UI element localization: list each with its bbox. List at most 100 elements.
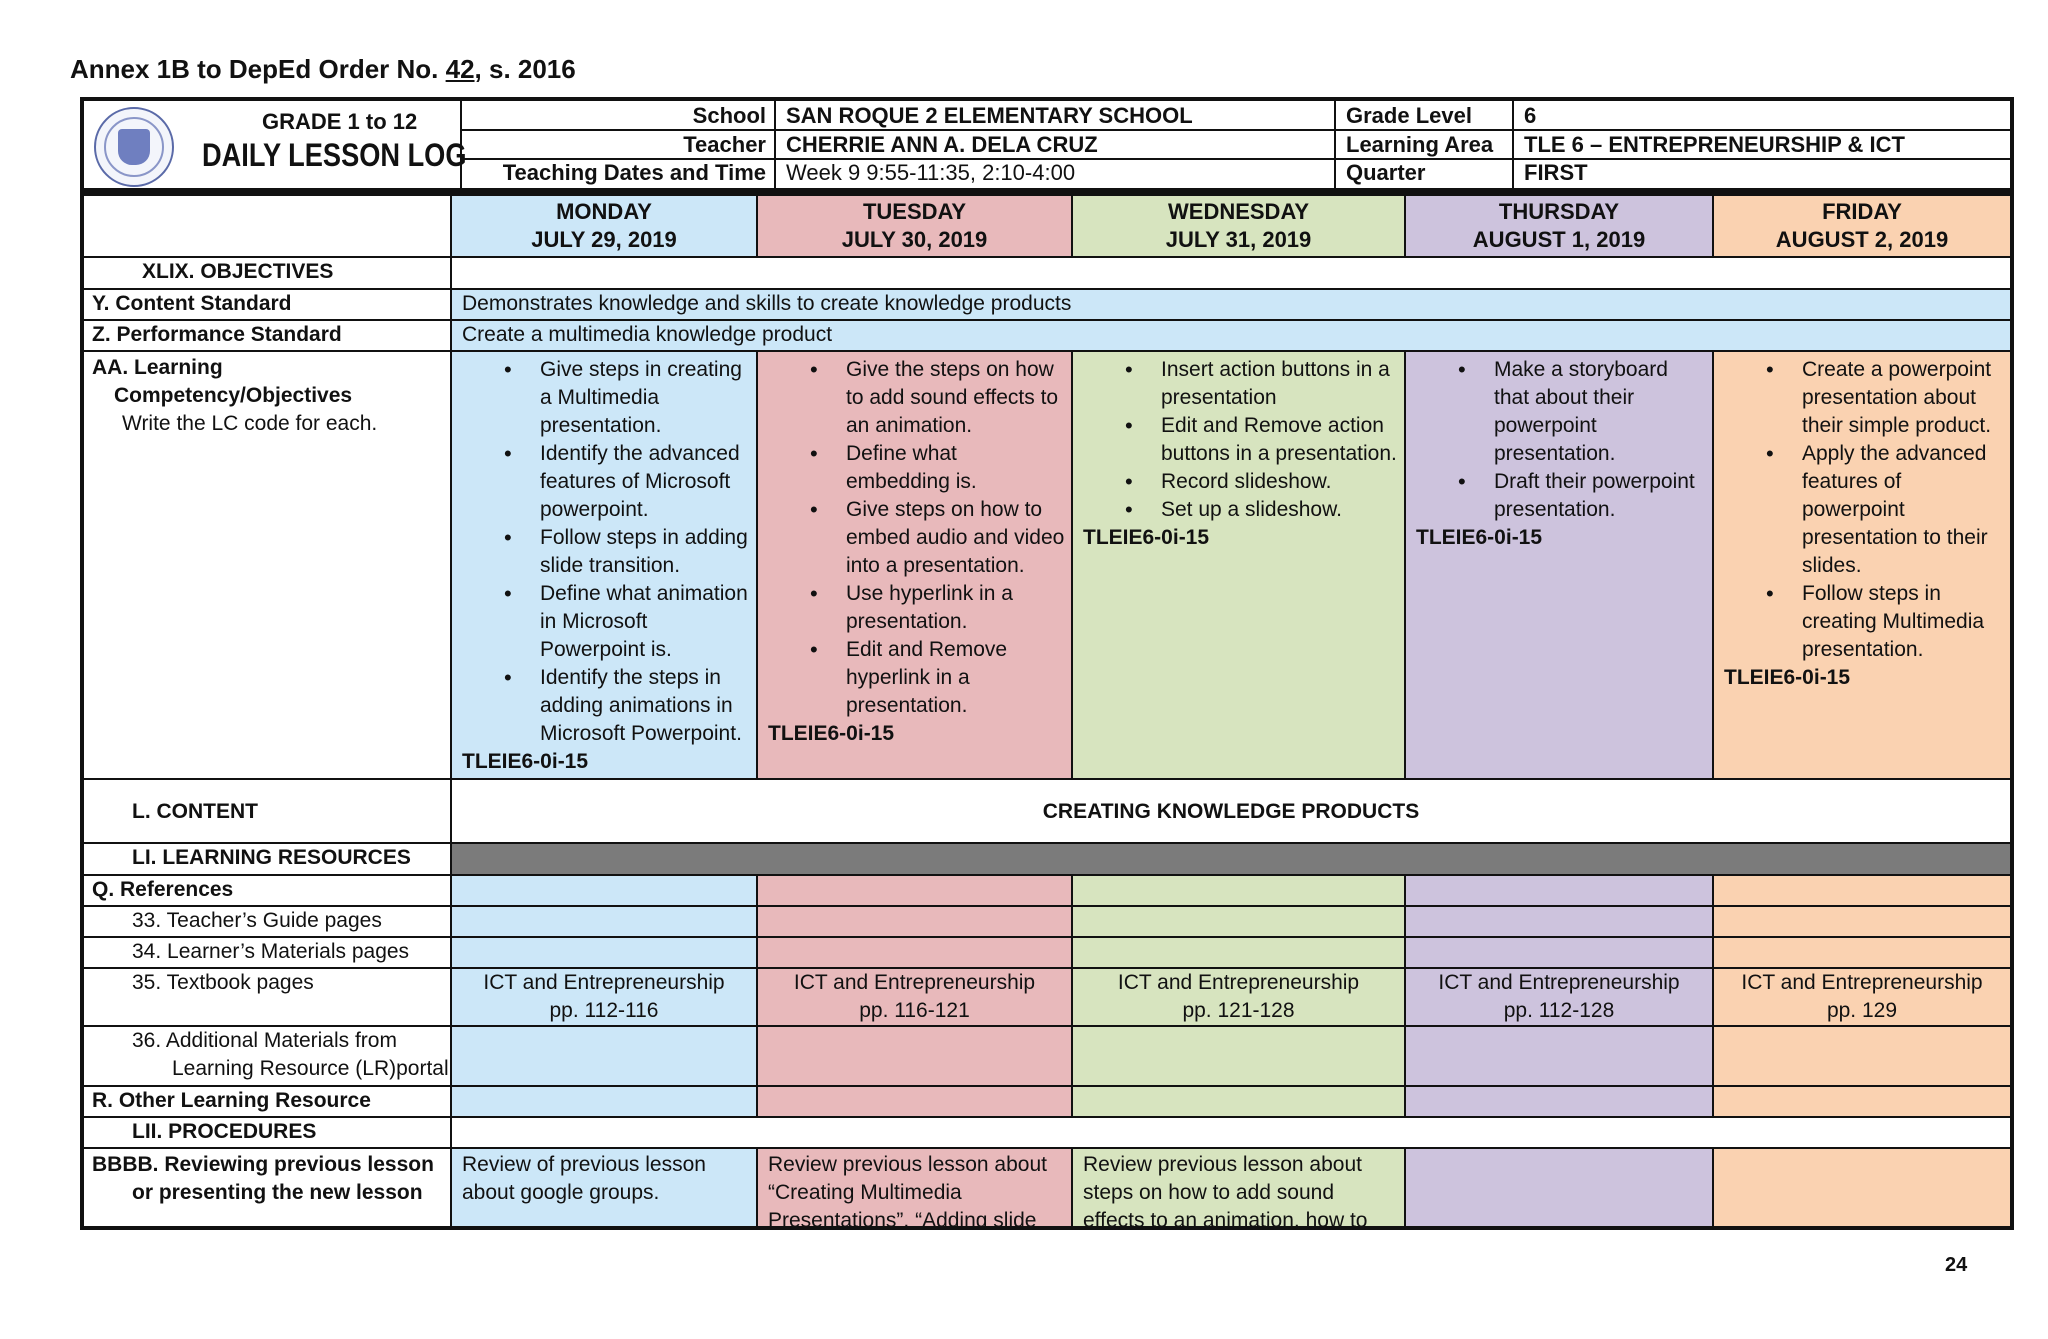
references-wednesday: [1073, 876, 1406, 907]
procedures-blank: [452, 1118, 2010, 1149]
content-label: L. CONTENT: [84, 780, 452, 844]
references-friday: [1714, 876, 2010, 907]
competency-item: Record slideshow.: [1083, 468, 1398, 496]
page-number: 24: [1945, 1254, 1968, 1276]
other-resource-label: R. Other Learning Resource: [84, 1087, 452, 1118]
competency-item: Edit and Remove action buttons in a pres…: [1083, 412, 1398, 468]
competency-item: Create a powerpoint presentation about t…: [1724, 356, 2004, 440]
competency-wednesday: Insert action buttons in a presentation …: [1073, 352, 1406, 780]
grade-range: GRADE 1 to 12: [262, 109, 418, 134]
competency-list-tuesday: Give the steps on how to add sound effec…: [758, 352, 1071, 720]
learning-area-value: TLE 6 – ENTREPRENEURSHIP & ICT: [1524, 132, 1905, 157]
performance-standard-value: Create a multimedia knowledge product: [452, 321, 2010, 352]
competency-item: Apply the advanced features of powerpoin…: [1724, 440, 2004, 580]
objectives-label: XLIX. OBJECTIVES: [84, 258, 452, 290]
competency-item: Give the steps on how to add sound effec…: [768, 356, 1065, 440]
lm-thursday: [1406, 938, 1714, 969]
header-block: GRADE 1 to 12 DAILY LESSON LOG School SA…: [80, 97, 2014, 192]
annex-suffix: , s. 2016: [474, 54, 576, 84]
additional-friday: [1714, 1027, 2010, 1087]
lc-code: TLEIE6-0i-15: [462, 750, 589, 773]
competency-item: Insert action buttons in a presentation: [1083, 356, 1398, 412]
competency-label-line3: Write the LC code for each.: [122, 412, 378, 435]
objectives-blank: [452, 258, 2010, 290]
review-thursday: [1406, 1149, 1714, 1226]
competency-list-thursday: Make a storyboard that about their power…: [1406, 352, 1712, 524]
other-monday: [452, 1087, 758, 1118]
lc-code: TLEIE6-0i-15: [1416, 526, 1543, 549]
learning-resources-label: LI. LEARNING RESOURCES: [84, 844, 452, 876]
competency-item: Define what animation in Microsoft Power…: [462, 580, 750, 664]
grade-level-label: Grade Level: [1346, 103, 1472, 128]
tg-pages-label: 33. Teacher’s Guide pages: [84, 907, 452, 938]
tg-tuesday: [758, 907, 1073, 938]
annex-number: 42: [445, 54, 475, 84]
school-value: SAN ROQUE 2 ELEMENTARY SCHOOL: [786, 103, 1193, 128]
learning-area-label: Learning Area: [1346, 132, 1494, 157]
competency-item: Define what embedding is.: [768, 440, 1065, 496]
school-label: School: [692, 103, 766, 128]
review-monday: Review of previous lesson about google g…: [452, 1149, 758, 1226]
tg-monday: [452, 907, 758, 938]
additional-tuesday: [758, 1027, 1073, 1087]
competency-item: Follow steps in adding slide transition.: [462, 524, 750, 580]
teacher-label: Teacher: [683, 132, 766, 157]
references-label: Q. References: [84, 876, 452, 907]
review-tuesday: Review previous lesson about “Creating M…: [758, 1149, 1073, 1226]
dates-value: Week 9 9:55-11:35, 2:10-4:00: [786, 160, 1076, 185]
textbook-pages-label: 35. Textbook pages: [84, 969, 452, 1027]
competency-label-line1: AA. Learning: [92, 356, 223, 379]
competency-thursday: Make a storyboard that about their power…: [1406, 352, 1714, 780]
other-tuesday: [758, 1087, 1073, 1118]
lm-monday: [452, 938, 758, 969]
competency-monday: Give steps in creating a Multimedia pres…: [452, 352, 758, 780]
references-tuesday: [758, 876, 1073, 907]
lc-code: TLEIE6-0i-15: [1083, 526, 1210, 549]
competency-label: AA. Learning Competency/Objectives Write…: [84, 352, 452, 780]
other-thursday: [1406, 1087, 1714, 1118]
other-wednesday: [1073, 1087, 1406, 1118]
annex-title: Annex 1B to DepEd Order No. 42, s. 2016: [70, 54, 576, 85]
lm-friday: [1714, 938, 2010, 969]
learning-resources-bar: [452, 844, 2010, 876]
competency-item: Use hyperlink in a presentation.: [768, 580, 1065, 636]
additional-thursday: [1406, 1027, 1714, 1087]
references-thursday: [1406, 876, 1714, 907]
tg-wednesday: [1073, 907, 1406, 938]
competency-label-line2: Competency/Objectives: [114, 384, 353, 407]
competency-friday: Create a powerpoint presentation about t…: [1714, 352, 2010, 780]
procedures-label: LII. PROCEDURES: [84, 1118, 452, 1149]
lm-pages-label: 34. Learner’s Materials pages: [84, 938, 452, 969]
competency-list-monday: Give steps in creating a Multimedia pres…: [452, 352, 756, 748]
competency-item: Identify the steps in adding animations …: [462, 664, 750, 748]
competency-item: Identify the advanced features of Micros…: [462, 440, 750, 524]
content-standard-value: Demonstrates knowledge and skills to cre…: [452, 290, 2010, 321]
additional-monday: [452, 1027, 758, 1087]
competency-item: Give steps in creating a Multimedia pres…: [462, 356, 750, 440]
annex-prefix: Annex 1B to DepEd Order No.: [70, 54, 446, 84]
lc-code: TLEIE6-0i-15: [1724, 666, 1851, 689]
other-friday: [1714, 1087, 2010, 1118]
grade-level-value: 6: [1524, 103, 1537, 128]
competency-list-wednesday: Insert action buttons in a presentation …: [1073, 352, 1404, 524]
additional-wednesday: [1073, 1027, 1406, 1087]
competency-tuesday: Give the steps on how to add sound effec…: [758, 352, 1073, 780]
tg-friday: [1714, 907, 2010, 938]
competency-item: Edit and Remove hyperlink in a presentat…: [768, 636, 1065, 720]
competency-item: Follow steps in creating Multimedia pres…: [1724, 580, 2004, 664]
log-title: DAILY LESSON LOG: [202, 137, 467, 173]
review-friday: [1714, 1149, 2010, 1226]
day-header-blank: [84, 196, 452, 258]
tg-thursday: [1406, 907, 1714, 938]
content-value: CREATING KNOWLEDGE PRODUCTS: [452, 780, 2010, 844]
competency-item: Make a storyboard that about their power…: [1416, 356, 1706, 468]
